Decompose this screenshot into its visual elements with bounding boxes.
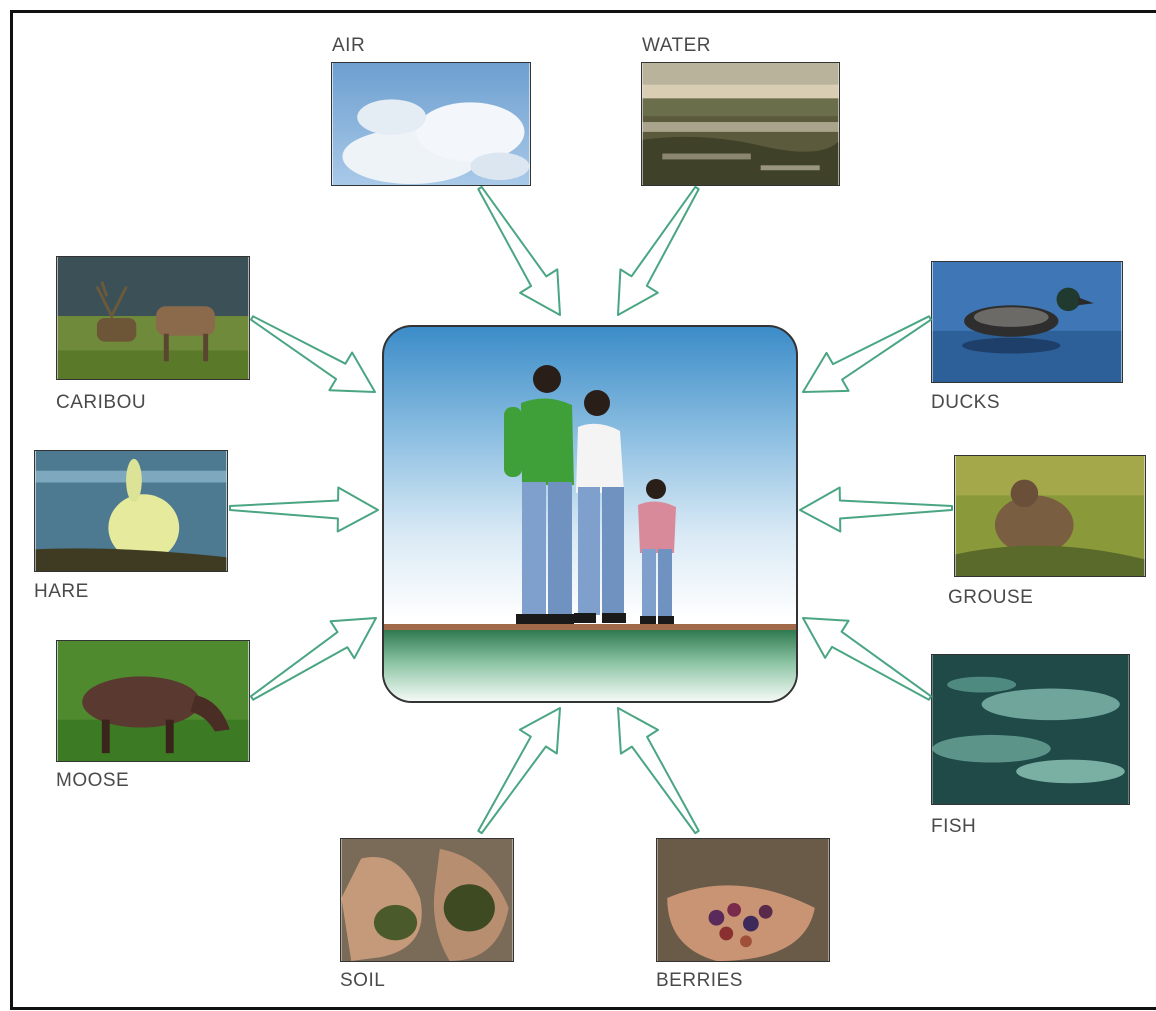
water-label: WATER bbox=[642, 35, 711, 56]
caribou-arrow bbox=[250, 315, 376, 393]
hare-label: HARE bbox=[34, 581, 89, 602]
ducks-arrow bbox=[802, 315, 932, 393]
berries-arrow bbox=[617, 707, 700, 835]
ground-line bbox=[384, 624, 796, 630]
berries-label: BERRIES bbox=[656, 970, 743, 991]
berries-photo bbox=[656, 838, 830, 962]
air-label: AIR bbox=[332, 35, 366, 56]
moose-photo bbox=[56, 640, 250, 762]
hare-arrow bbox=[229, 486, 379, 533]
family-panel bbox=[382, 325, 798, 703]
water-arrow bbox=[617, 185, 700, 316]
moose-arrow bbox=[249, 617, 377, 701]
grouse-photo bbox=[954, 455, 1146, 577]
fish-photo bbox=[931, 654, 1130, 805]
soil-arrow bbox=[477, 707, 561, 835]
fish-label: FISH bbox=[931, 816, 977, 837]
air-arrow bbox=[477, 185, 561, 316]
ducks-label: DUCKS bbox=[931, 392, 1001, 413]
soil-photo bbox=[340, 838, 514, 962]
soil-label: SOIL bbox=[340, 970, 386, 991]
hare-photo bbox=[34, 450, 228, 572]
grouse-label: GROUSE bbox=[948, 587, 1034, 608]
air-photo bbox=[331, 62, 531, 186]
caribou-photo bbox=[56, 256, 250, 380]
diagram-frame bbox=[10, 10, 1156, 1010]
ground-gradient bbox=[384, 630, 796, 701]
grouse-arrow bbox=[799, 486, 953, 533]
water-photo bbox=[641, 62, 840, 186]
arrow-group bbox=[229, 185, 953, 835]
ducks-photo bbox=[931, 261, 1123, 383]
fish-arrow bbox=[802, 617, 933, 701]
caribou-label: CARIBOU bbox=[56, 392, 147, 413]
moose-label: MOOSE bbox=[56, 770, 130, 791]
family-figures bbox=[504, 365, 676, 624]
